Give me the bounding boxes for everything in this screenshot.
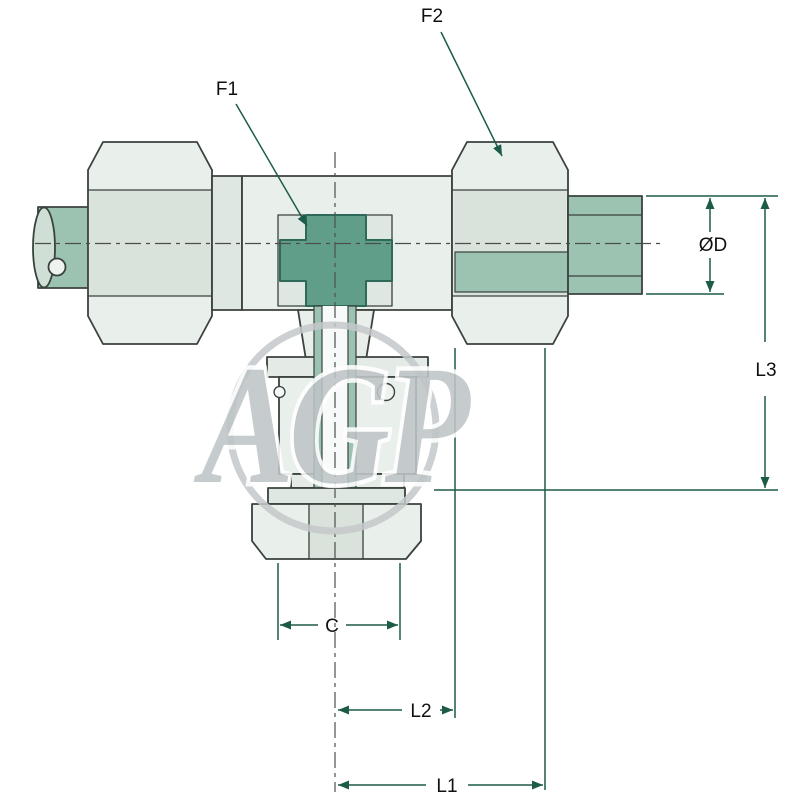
label-diameter: ØD (699, 235, 728, 256)
right-pipe-body (567, 195, 643, 295)
right-pipe (567, 195, 643, 295)
pipe-section-in-nut (454, 251, 569, 293)
branch-nut-ball-detail (376, 382, 396, 402)
label-l3: L3 (755, 360, 776, 381)
watermark-text: AGP (193, 330, 471, 519)
branch-nut-pin-detail (273, 385, 286, 399)
label-l2: L2 (410, 701, 431, 722)
flow-cross (279, 214, 393, 307)
left-pipe-ring-detail (47, 257, 67, 277)
leader-line-f2 (440, 31, 503, 157)
label-f1: F1 (216, 79, 238, 100)
dimensions-group (235, 31, 778, 790)
label-l1: L1 (436, 776, 457, 797)
left-pipe-end-cap (32, 206, 56, 289)
label-f2: F2 (421, 6, 443, 27)
leader-line-f1 (235, 103, 308, 227)
watermark: AGP (189, 321, 480, 535)
label-c: C (325, 616, 339, 637)
watermark-circle (226, 321, 440, 535)
